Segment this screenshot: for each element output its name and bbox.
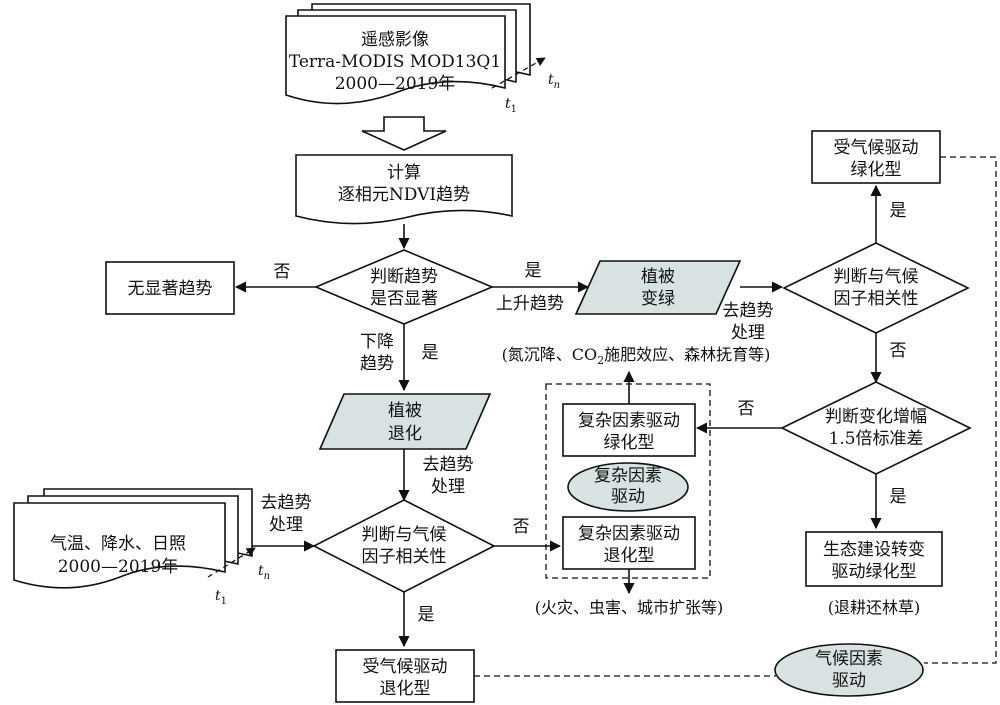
edge-label-detrend-left-1: 去趋势 (261, 493, 312, 513)
edge-label-no-top-right: 否 (890, 341, 907, 361)
svg-text:t1: t1 (215, 588, 227, 607)
greening-line2: 变绿 (641, 289, 675, 309)
greening-causes-note: (氮沉降、CO2施肥效应、森林抚育等) (502, 345, 771, 367)
t1-label-left: t (215, 588, 221, 604)
climate-driver-line1: 气候因素 (815, 649, 883, 669)
complex-degradation-line2: 退化型 (604, 546, 655, 566)
no-trend-box: 无显著趋势 (105, 261, 235, 315)
calc-trend-line1: 计算 (387, 163, 421, 183)
degradation-parallelogram: 植被 退化 (318, 393, 492, 450)
edge-label-yes-right: 是 (525, 261, 542, 281)
degradation-line1: 植被 (388, 401, 422, 421)
judge-climate-bottom-diamond: 判断与气候 因子相关性 (312, 499, 496, 593)
climate-greening-line1: 受气候驱动 (834, 138, 919, 158)
climate-degradation-line2: 退化型 (380, 679, 431, 699)
climate-data-line1: 气温、降水、日照 (50, 534, 186, 554)
complex-greening-box: 复杂因素驱动 绿化型 (562, 403, 696, 457)
climate-greening-box: 受气候驱动 绿化型 (811, 130, 941, 184)
degradation-causes-note: (火灾、虫害、城市扩张等) (535, 598, 724, 617)
edge-label-detrend-left-2: 处理 (269, 515, 303, 535)
edge-label-detrend-mid-2: 处理 (431, 477, 465, 497)
climate-degradation-line1: 受气候驱动 (363, 657, 448, 677)
climate-greening-line2: 绿化型 (851, 160, 902, 180)
judge-trend-line1: 判断趋势 (370, 267, 438, 287)
remote-sensing-line2: Terra-MODIS MOD13Q1 (289, 52, 501, 72)
edge-label-no-increase: 否 (738, 399, 755, 419)
complex-driver-ellipse: 复杂因素 驱动 (567, 462, 689, 512)
edge-label-yes-top-right: 是 (890, 201, 907, 221)
judge-increase-line2: 1.5倍标准差 (828, 429, 923, 449)
edge-label-yes-down: 是 (422, 343, 439, 363)
calc-trend-line2: 逐相元NDVI趋势 (338, 185, 470, 205)
complex-degradation-box: 复杂因素驱动 退化型 (562, 516, 696, 570)
climate-data-stack: 气温、降水、日照 2000—2019年 t1 tn (13, 488, 270, 607)
tn-label-left: t (258, 563, 264, 579)
remote-sensing-line3: 2000—2019年 (335, 74, 456, 94)
svg-text:tn: tn (548, 72, 560, 91)
eco-greening-line2: 驱动绿化型 (832, 562, 917, 582)
calc-trend-box: 计算 逐相元NDVI趋势 (295, 154, 513, 225)
edge-label-detrend-top-2: 处理 (731, 323, 765, 343)
climate-driver-line2: 驱动 (832, 671, 866, 691)
svg-text:t1: t1 (505, 96, 517, 115)
edge-label-falling-2: 趋势 (360, 354, 394, 374)
remote-sensing-stack: 遥感影像 Terra-MODIS MOD13Q1 2000—2019年 t1 t… (285, 3, 560, 115)
judge-climate-top-diamond: 判断与气候 因子相关性 (782, 242, 970, 334)
eco-greening-line1: 生态建设转变 (823, 540, 925, 560)
edge-label-rising-trend: 上升趋势 (496, 294, 564, 314)
edge-label-detrend-mid-1: 去趋势 (423, 455, 474, 475)
judge-increase-diamond: 判断变化增幅 1.5倍标准差 (780, 381, 972, 475)
climate-driver-ellipse: 气候因素 驱动 (774, 643, 924, 697)
judge-trend-line2: 是否显著 (370, 289, 438, 309)
complex-factor-group (545, 383, 711, 579)
hollow-down-arrow (361, 116, 447, 151)
time-series-arrow-left (207, 547, 256, 578)
remote-sensing-line1: 遥感影像 (361, 30, 429, 50)
time-series-arrow-top (491, 57, 546, 89)
edge-label-no-bottom: 否 (513, 517, 530, 537)
climate-degradation-box: 受气候驱动 退化型 (335, 649, 475, 703)
judge-climate-top-line2: 因子相关性 (834, 289, 919, 309)
complex-driver-line1: 复杂因素 (594, 466, 662, 486)
svg-text:tn: tn (258, 563, 270, 582)
eco-causes-note: (退耕还林草) (828, 598, 921, 617)
judge-climate-bottom-line2: 因子相关性 (362, 547, 447, 567)
edge-label-yes-bottom: 是 (418, 605, 435, 625)
eco-greening-box: 生态建设转变 驱动绿化型 (805, 531, 943, 587)
no-trend-label: 无显著趋势 (128, 279, 213, 299)
complex-driver-line2: 驱动 (611, 487, 645, 507)
greening-line1: 植被 (641, 267, 675, 287)
judge-increase-line1: 判断变化增幅 (825, 407, 927, 427)
edge-label-yes-increase: 是 (890, 487, 907, 507)
complex-greening-line2: 绿化型 (604, 433, 655, 453)
edge-label-detrend-top-1: 去趋势 (723, 301, 774, 321)
complex-greening-line1: 复杂因素驱动 (578, 411, 680, 431)
judge-climate-bottom-line1: 判断与气候 (362, 525, 447, 545)
judge-climate-top-line1: 判断与气候 (834, 267, 919, 287)
tn-label-top: t (548, 72, 554, 88)
judge-trend-diamond: 判断趋势 是否显著 (313, 249, 495, 325)
greening-parallelogram: 植被 变绿 (574, 260, 742, 315)
complex-degradation-line1: 复杂因素驱动 (578, 524, 680, 544)
t1-label-top: t (505, 96, 511, 112)
climate-data-line2: 2000—2019年 (58, 557, 179, 577)
edge-label-falling-1: 下降 (360, 332, 394, 352)
edge-label-no-left: 否 (274, 262, 291, 282)
degradation-line2: 退化 (388, 424, 422, 444)
